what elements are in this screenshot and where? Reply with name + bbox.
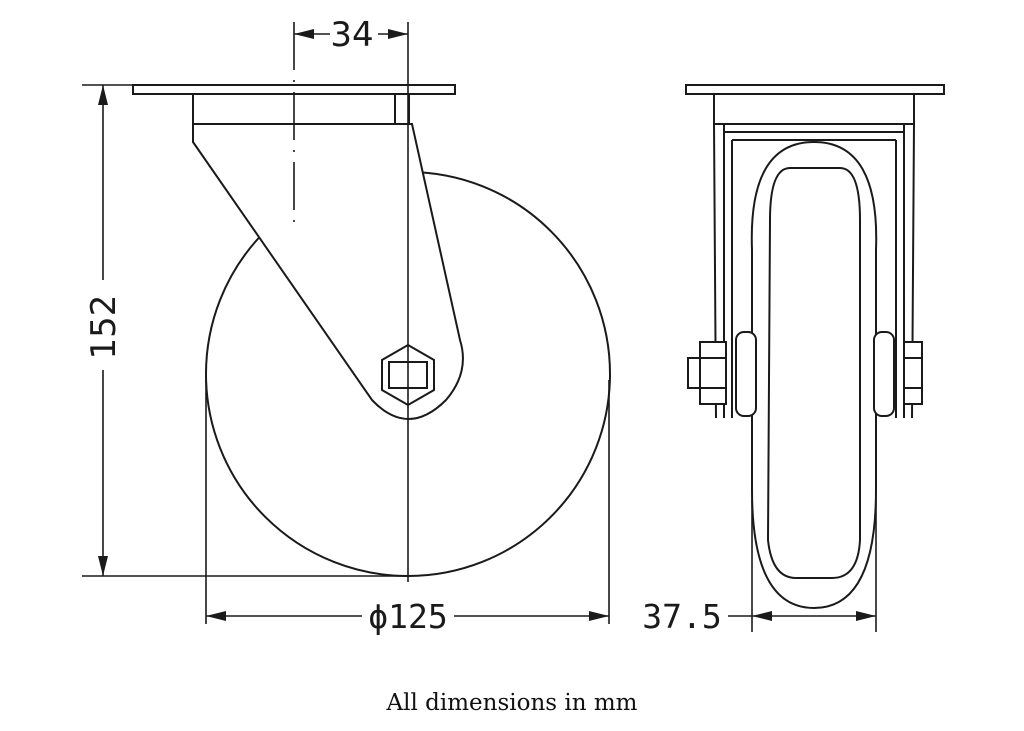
dimension-wheel-diameter-label: ϕ125: [368, 597, 447, 636]
tire-front-inner: [766, 167, 861, 579]
dimension-wheel-diameter: ϕ125: [205, 380, 610, 636]
dimension-top-offset: 34: [294, 15, 408, 55]
wheel-front-outline: [750, 140, 878, 610]
units-caption: All dimensions in mm: [386, 690, 638, 716]
fork-front-inner: [723, 124, 905, 418]
mounting-plate-front: [685, 84, 945, 95]
dimension-top-offset-label: 34: [330, 15, 373, 55]
dimension-wheel-width: 37.5: [642, 500, 877, 636]
hub-left: [735, 331, 757, 417]
axle-bolt-head-left: [687, 357, 701, 389]
fork-leg-side: [192, 123, 464, 420]
hub-right: [873, 331, 895, 417]
dimension-wheel-width-label: 37.5: [642, 597, 721, 636]
axle-nut-right: [903, 341, 923, 405]
axle-nut-left: [699, 341, 727, 405]
swivel-housing-front: [713, 93, 915, 125]
front-view: [685, 84, 945, 610]
dimension-height: 152: [82, 84, 408, 577]
side-view: [132, 22, 611, 582]
dimension-height-label: 152: [84, 295, 124, 360]
